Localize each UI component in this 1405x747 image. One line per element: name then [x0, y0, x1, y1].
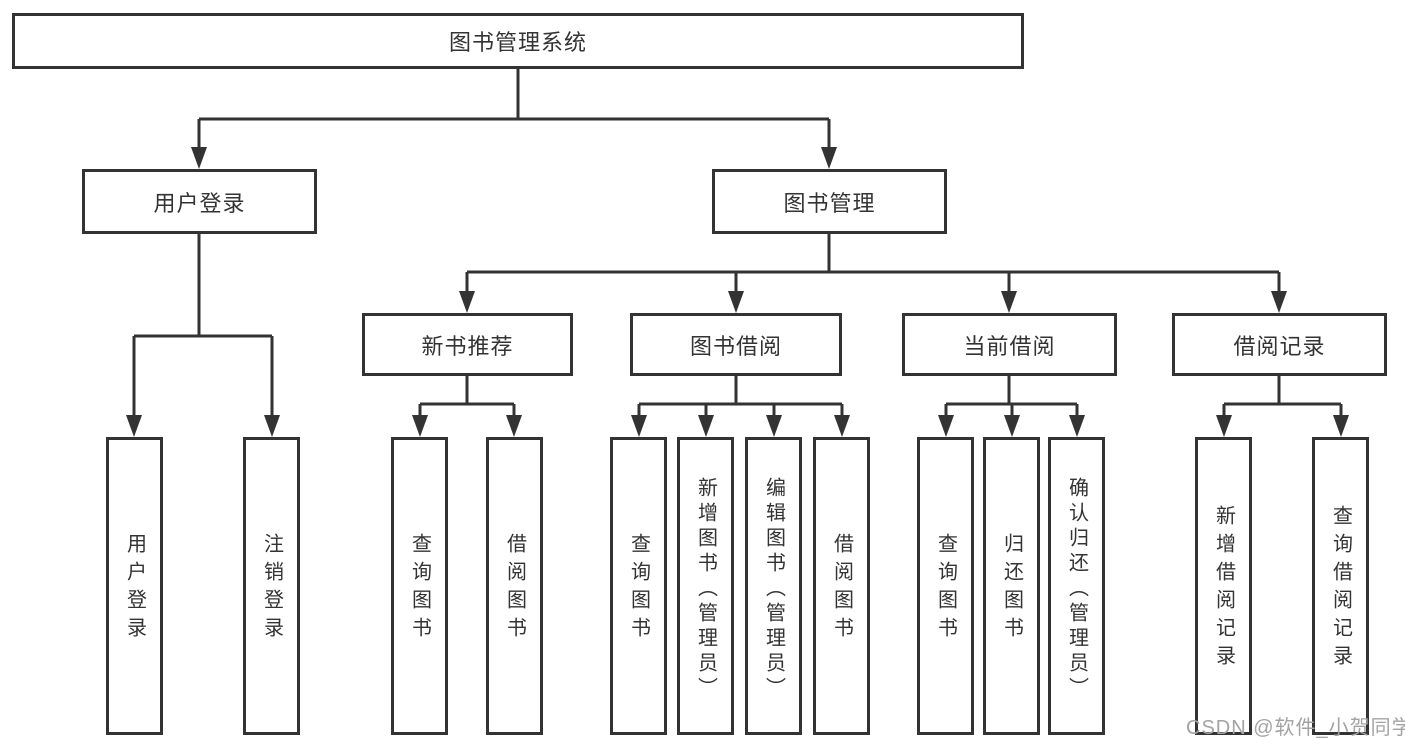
leaf-query-books-recommend: 查询图书 [391, 437, 448, 735]
leaf-add-book-admin: 新增图书（管理员） [677, 437, 734, 735]
arrowhead-icon [1069, 415, 1085, 437]
arrowhead-icon [264, 415, 280, 437]
connector-book-borrow-to-leaves [637, 376, 844, 418]
arrowhead-icon [1001, 291, 1017, 313]
arrowhead-icon [834, 415, 850, 437]
arrowhead-icon [766, 415, 782, 437]
leaf-user-login: 用户登录 [106, 437, 163, 735]
arrowhead-icon [698, 415, 714, 437]
arrowhead-icon [1271, 291, 1287, 313]
connector-new-book-to-leaves [418, 376, 516, 418]
connector-root-to-level2 [197, 69, 831, 151]
arrowhead-icon [506, 415, 522, 437]
leaf-return-book: 归还图书 [983, 437, 1040, 735]
arrowhead-icon [821, 147, 837, 169]
leaf-query-books-borrow: 查询图书 [610, 437, 667, 735]
arrowhead-icon [1004, 415, 1020, 437]
connector-borrow-record-to-leaves [1222, 376, 1343, 418]
leaf-query-books-current: 查询图书 [917, 437, 974, 735]
arrowheads-level2 [191, 147, 837, 169]
node-book-management: 图书管理 [712, 169, 947, 234]
node-borrowing-records: 借阅记录 [1172, 313, 1387, 376]
node-library-system: 图书管理系统 [12, 13, 1024, 69]
arrowheads-current-borrow [938, 415, 1085, 437]
node-user-login: 用户登录 [82, 169, 317, 234]
arrowhead-icon [412, 415, 428, 437]
leaf-confirm-return-admin: 确认归还（管理员） [1048, 437, 1105, 735]
arrowhead-icon [728, 291, 744, 313]
arrowheads-new-book [412, 415, 522, 437]
arrowhead-icon [938, 415, 954, 437]
connector-user-login-to-leaves [132, 234, 274, 418]
leaf-logout: 注销登录 [243, 437, 300, 735]
arrowhead-icon [191, 147, 207, 169]
arrowheads-borrow-record [1216, 415, 1349, 437]
arrowheads-book-borrow [631, 415, 850, 437]
node-book-borrowing: 图书借阅 [630, 313, 842, 376]
arrowheads-user-login [126, 415, 280, 437]
leaf-borrow-books: 借阅图书 [813, 437, 870, 735]
connector-current-borrow-to-leaves [944, 376, 1079, 418]
arrowhead-icon [1216, 415, 1232, 437]
csdn-watermark: CSDN @软件_小贺同学 [1186, 717, 1405, 739]
leaf-query-borrow-record: 查询借阅记录 [1312, 437, 1369, 735]
node-current-borrowing: 当前借阅 [902, 313, 1117, 376]
arrowhead-icon [631, 415, 647, 437]
leaf-edit-book-admin: 编辑图书（管理员） [745, 437, 802, 735]
arrowhead-icon [459, 291, 475, 313]
connector-book-mgmt-to-level3 [465, 234, 1281, 294]
arrowhead-icon [1333, 415, 1349, 437]
arrowheads-level3 [459, 291, 1287, 313]
arrowhead-icon [126, 415, 142, 437]
leaf-add-borrow-record: 新增借阅记录 [1195, 437, 1252, 735]
node-new-book-recommend: 新书推荐 [362, 313, 573, 376]
leaf-borrow-books-recommend: 借阅图书 [486, 437, 543, 735]
